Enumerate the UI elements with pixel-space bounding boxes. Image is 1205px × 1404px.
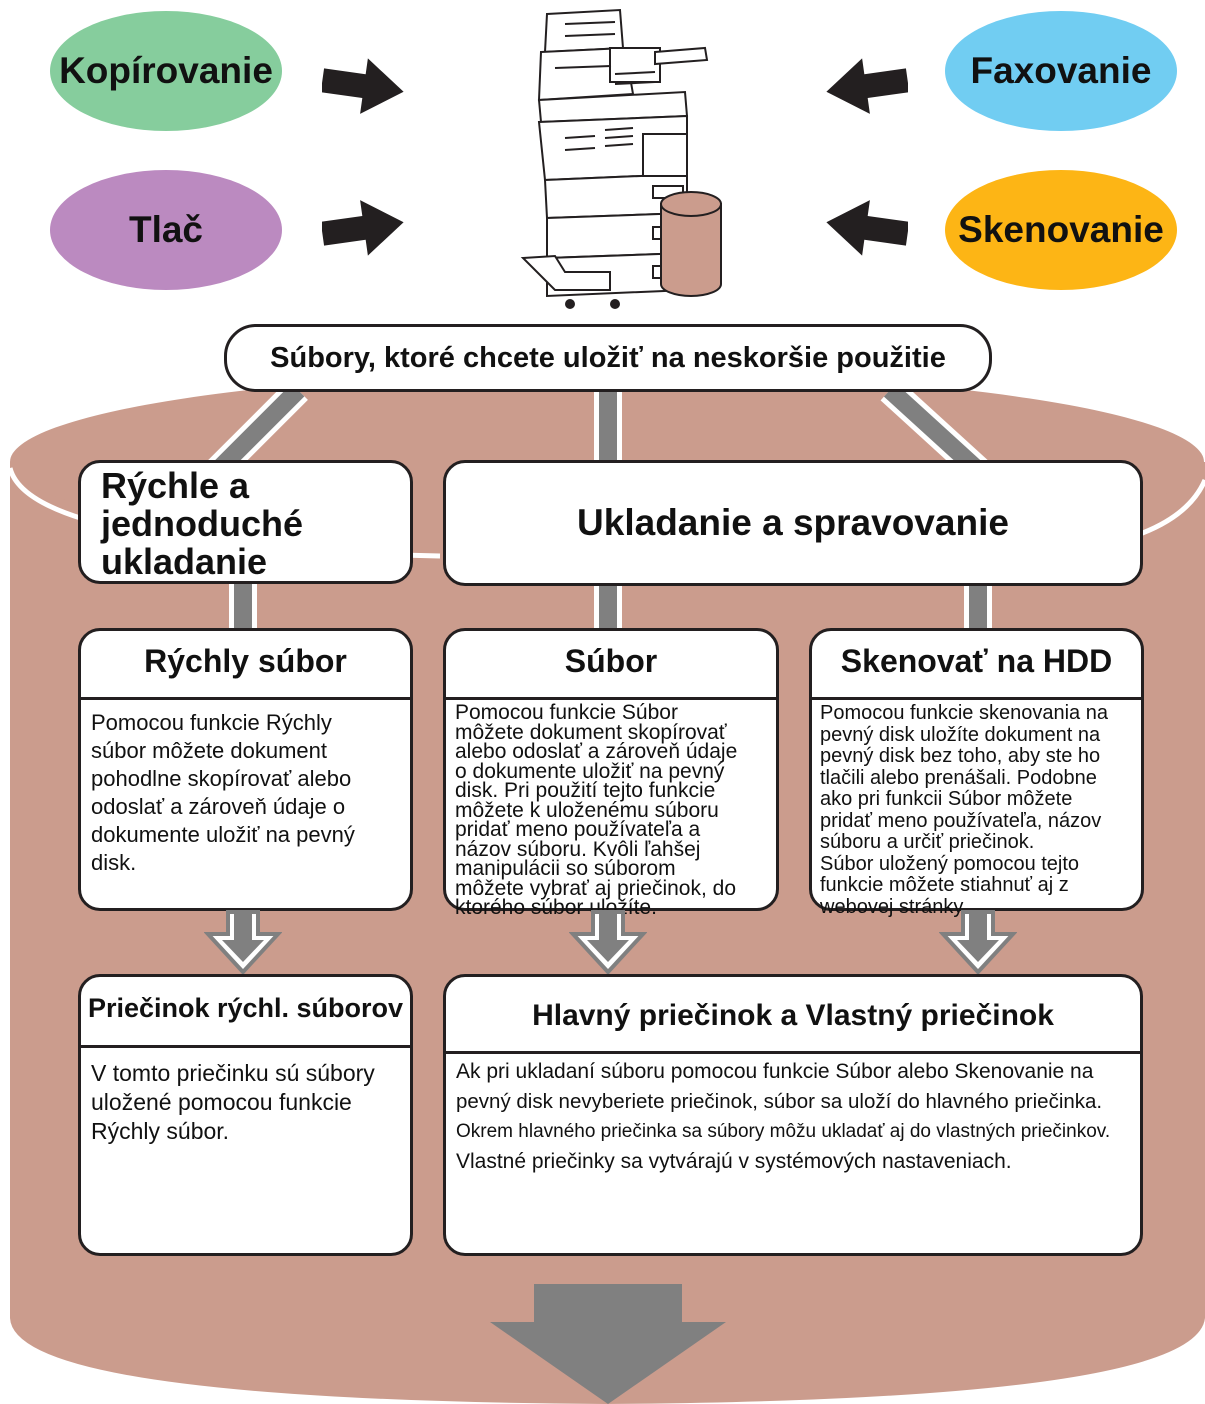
arrow-down-icon xyxy=(490,1284,726,1404)
quick-store-title: Rýchle a jednoduché ukladanie xyxy=(101,465,304,582)
file-title: Súbor xyxy=(564,643,658,679)
scan-hdd-description: Pomocou funkcie skenovania na pevný disk… xyxy=(820,702,1108,918)
scan-hdd-box: Skenovať na HDD Pomocou funkcie skenovan… xyxy=(809,628,1144,917)
file-description: Pomocou funkcie Súbor môžete dokument sk… xyxy=(455,701,738,919)
store-manage-box: Ukladanie a spravovanie xyxy=(443,460,1143,586)
main-folder-description: Ak pri ukladaní súboru pomocou funkcie S… xyxy=(456,1060,1111,1173)
hard-disk-icon xyxy=(660,191,722,297)
store-manage-title: Ukladanie a spravovanie xyxy=(577,502,1009,543)
quick-file-title: Rýchly súbor xyxy=(144,643,347,679)
scan-oval: Skenovanie xyxy=(945,170,1177,290)
quick-folder-description: V tomto priečinku sú súbory uložené pomo… xyxy=(91,1060,375,1144)
quick-store-box: Rýchle a jednoduché ukladanie xyxy=(78,460,413,584)
print-label: Tlač xyxy=(128,209,204,250)
divider xyxy=(446,1051,1140,1054)
quick-file-box: Rýchly súbor Pomocou funkcie Rýchly súbo… xyxy=(78,628,413,911)
scan-hdd-title: Skenovať na HDD xyxy=(840,643,1113,679)
files-label-box: Súbory, ktoré chcete uložiť na neskoršie… xyxy=(224,324,992,392)
main-folder-title: Hlavný priečinok a Vlastný priečinok xyxy=(532,999,1054,1032)
divider xyxy=(81,1045,410,1048)
copy-label: Kopírovanie xyxy=(59,50,273,91)
fax-label: Faxovanie xyxy=(970,50,1152,91)
divider xyxy=(81,697,410,700)
arrow-down-icon xyxy=(204,910,282,975)
quick-folder-title: Priečinok rýchl. súborov xyxy=(87,993,404,1023)
fax-oval: Faxovanie xyxy=(945,11,1177,131)
arrow-right-icon xyxy=(322,200,404,256)
divider xyxy=(446,697,776,700)
arrow-right-icon xyxy=(322,58,404,114)
quick-folder-box: Priečinok rýchl. súborov V tomto priečin… xyxy=(78,974,413,1256)
arrow-left-icon xyxy=(826,58,908,114)
arrow-down-icon xyxy=(569,910,647,975)
arrow-left-icon xyxy=(826,200,908,256)
files-label: Súbory, ktoré chcete uložiť na neskoršie… xyxy=(270,341,946,374)
main-folder-box: Hlavný priečinok a Vlastný priečinok Ak … xyxy=(443,974,1143,1256)
copy-oval: Kopírovanie xyxy=(50,11,282,131)
divider xyxy=(812,697,1141,700)
file-box: Súbor Pomocou funkcie Súbor môžete dokum… xyxy=(443,628,779,918)
print-oval: Tlač xyxy=(50,170,282,290)
quick-file-description: Pomocou funkcie Rýchly súbor môžete doku… xyxy=(91,710,355,875)
arrow-down-icon xyxy=(939,910,1017,975)
scan-label: Skenovanie xyxy=(958,209,1164,250)
printer-icon xyxy=(520,8,709,309)
